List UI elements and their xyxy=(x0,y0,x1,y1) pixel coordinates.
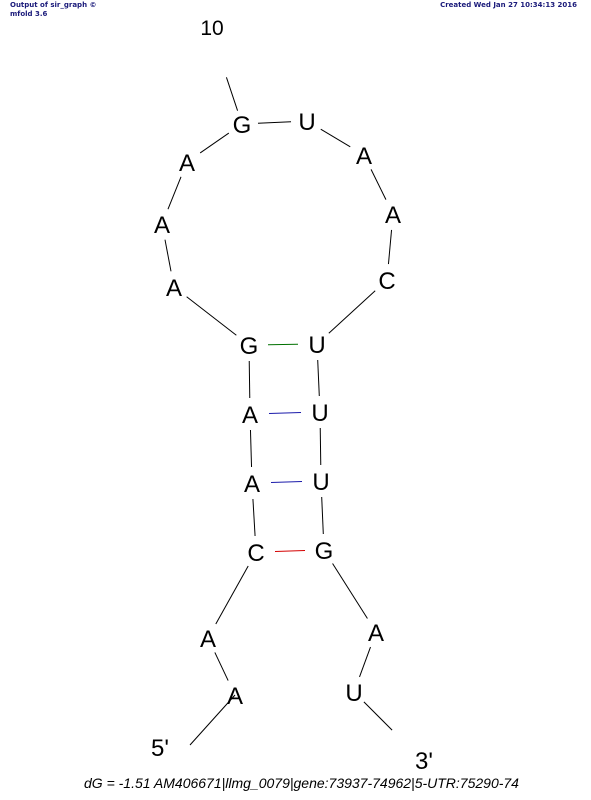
backbone-segment xyxy=(252,498,256,537)
nucleotide-15: U xyxy=(308,332,325,359)
backbone-segment xyxy=(186,296,237,336)
backbone-segment xyxy=(317,359,320,397)
nucleotide-13: A xyxy=(385,202,401,229)
nucleotide-4: A xyxy=(244,471,260,498)
backbone-segment xyxy=(387,229,393,265)
backbone-segment xyxy=(215,565,249,625)
nucleotide-12: A xyxy=(356,143,372,170)
backbone-segment xyxy=(214,652,229,681)
backbone-segment xyxy=(167,176,182,210)
five-prime-tail xyxy=(189,694,236,746)
header-version: mfold 3.6 xyxy=(10,10,48,18)
nucleotide-5: A xyxy=(242,402,258,429)
nucleotide-10: G xyxy=(233,112,252,139)
header-created-timestamp: Created Wed Jan 27 10:34:13 2016 xyxy=(440,1,577,9)
backbone-segment xyxy=(370,169,387,200)
backbone-segment xyxy=(328,290,376,334)
backbone-segment xyxy=(164,239,172,272)
free-energy-footer: dG = -1.51 AM406671|llmg_0079|gene:73937… xyxy=(84,775,519,791)
nucleotide-14: C xyxy=(378,268,395,295)
nucleotide-6: G xyxy=(240,333,259,360)
nucleotide-11: U xyxy=(298,109,315,136)
backbone-segment xyxy=(248,360,251,399)
backbone-segment xyxy=(332,563,368,619)
nucleotide-17: U xyxy=(312,469,329,496)
backbone-segment xyxy=(319,427,322,466)
backbone-lines xyxy=(164,77,393,746)
nucleotide-20: U xyxy=(345,680,362,707)
nucleotide-7: A xyxy=(166,275,182,302)
three-prime-label: 3' xyxy=(415,748,433,775)
nucleotide-3: C xyxy=(247,540,264,567)
base-pair-3-18 xyxy=(274,550,306,552)
base-pair-lines xyxy=(267,343,306,552)
nucleotide-18: G xyxy=(315,538,334,565)
five-prime-label: 5' xyxy=(151,735,169,762)
backbone-segment xyxy=(321,496,324,535)
backbone-segment xyxy=(320,128,351,148)
backbone-segment xyxy=(359,646,371,678)
backbone-segment xyxy=(199,132,230,154)
nucleotide-16: U xyxy=(311,400,328,427)
position-tick-10 xyxy=(225,77,239,111)
backbone-segment xyxy=(257,121,292,124)
nucleotide-1: A xyxy=(227,683,243,710)
base-pair-4-17 xyxy=(270,481,303,483)
nucleotide-19: A xyxy=(368,620,384,647)
nucleotide-labels: A A C A A G A A A G U A A C U U U G A U xyxy=(154,109,401,710)
backbone-segment xyxy=(249,429,253,468)
header-program-info: Output of sir_graph © mfold 3.6 xyxy=(10,1,97,19)
three-prime-tail xyxy=(363,701,393,731)
nucleotide-2: A xyxy=(200,626,216,653)
position-label-10: 10 xyxy=(200,17,223,40)
base-pair-5-16 xyxy=(268,412,302,414)
nucleotide-9: A xyxy=(179,150,195,177)
header-program-name: Output of sir_graph © xyxy=(10,1,97,9)
nucleotide-8: A xyxy=(154,212,170,239)
